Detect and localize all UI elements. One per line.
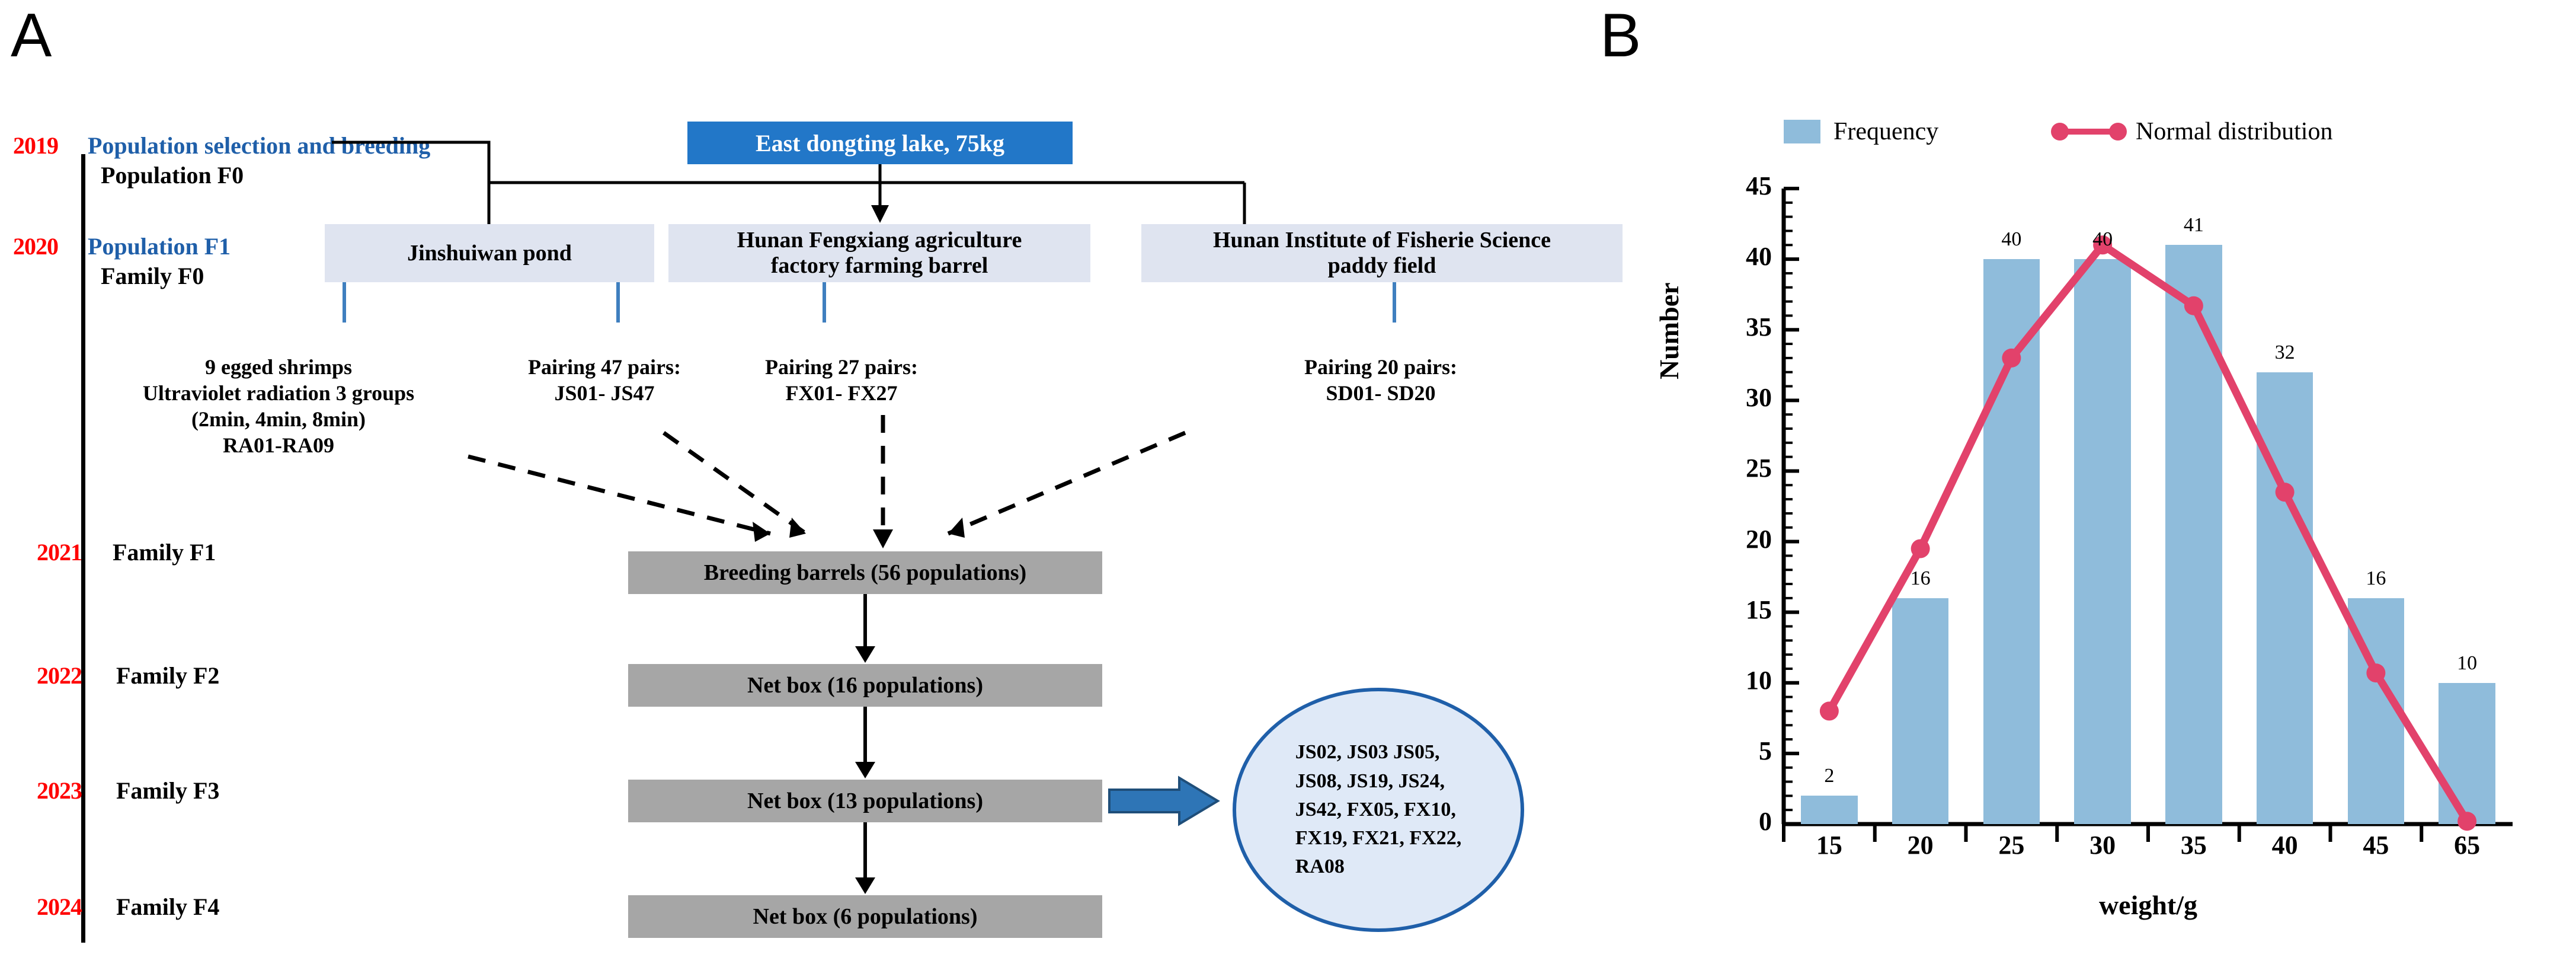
bar-value-label-25: 40 (2001, 228, 2022, 251)
legend-line-dot-icon (2051, 123, 2127, 141)
normal-point-40 (2275, 483, 2295, 502)
generation-label-2019: Population selection and breeding (88, 132, 431, 159)
y-tick-35: 35 (1746, 312, 1772, 342)
y-tick-40: 40 (1746, 242, 1772, 272)
institution-label-1: Jinshuiwan pond (407, 240, 572, 266)
selected-populations-ellipse: JS02, JS03 JS05, JS08, JS19, JS24, JS42,… (1233, 688, 1524, 932)
bar-value-label-45: 16 (2366, 567, 2386, 589)
normal-point-25 (2002, 348, 2021, 368)
timeline-spine (81, 154, 85, 943)
note-pairing-fx: Pairing 27 pairs: FX01- FX27 (765, 355, 918, 405)
population-label-f0: Population F0 (101, 162, 244, 189)
y-axis-tick-labels: 0 5 10 15 20 25 30 35 40 45 (1707, 171, 1772, 836)
note-egged-shrimps: 9 egged shrimps Ultraviolet radiation 3 … (142, 355, 415, 457)
family-label-f0: Family F0 (101, 263, 204, 289)
normal-point-20 (1911, 539, 1930, 558)
note-pairing-js: Pairing 47 pairs: JS01- JS47 (528, 355, 681, 405)
source-box-east-dongting-lake: East dongting lake, 75kg (687, 122, 1073, 164)
family-label-f4: Family F4 (116, 893, 220, 920)
year-2020: 2020 (13, 233, 59, 260)
legend-label-normal-distribution: Normal distribution (2136, 118, 2333, 145)
axis-lines (1781, 187, 2513, 842)
y-tick-25: 25 (1746, 454, 1772, 483)
year-2022: 2022 (37, 662, 82, 689)
normal-point-35 (2184, 296, 2203, 315)
institution-label-3: Hunan Institute of Fisherie Science padd… (1213, 228, 1551, 278)
tick-fisherie (1393, 282, 1396, 323)
family-label-f1: Family F1 (113, 539, 216, 566)
x-tick-15: 15 (1816, 831, 1842, 860)
bar-value-labels: 2 16 40 40 41 32 16 10 (1784, 189, 2513, 824)
dashed-convergence-arrows (468, 415, 1186, 548)
normal-point-30 (2093, 235, 2113, 255)
normal-point-65 (2457, 812, 2477, 831)
institution-box-fisherie-paddy-field: Hunan Institute of Fisherie Science padd… (1141, 224, 1623, 282)
year-2021: 2021 (37, 539, 82, 566)
institution-label-2: Hunan Fengxiang agriculture factory farm… (737, 228, 1022, 278)
normal-point-15 (1819, 701, 1839, 721)
legend-frequency: Frequency (1784, 117, 1938, 146)
bar-65 (2439, 682, 2495, 824)
x-axis-title: weight/g (2098, 890, 2198, 920)
legend-label-frequency: Frequency (1833, 118, 1939, 145)
normal-distribution-line (1819, 235, 2477, 831)
x-tick-40: 40 (2271, 831, 2298, 860)
tick-jinshuiwan-left (343, 282, 346, 323)
process-box-net-box-13: Net box (13 populations) (628, 780, 1102, 822)
y-tick-45: 45 (1746, 171, 1772, 200)
note-pairing-sd: Pairing 20 pairs: SD01- SD20 (1304, 355, 1457, 405)
normal-point-45 (2366, 663, 2386, 683)
tick-jinshuiwan-right (616, 282, 620, 323)
chart-plot-area: 2 16 40 40 41 32 16 10 (1781, 187, 2513, 842)
bar-15 (1801, 796, 1858, 824)
x-tick-30: 30 (2089, 831, 2116, 860)
bar-value-label-35: 41 (2183, 214, 2204, 237)
x-axis-tick-labels: 15 20 25 30 35 40 45 65 (1784, 830, 2513, 872)
y-tick-0: 0 (1759, 807, 1772, 836)
institution-box-fengxiang-barrel: Hunan Fengxiang agriculture factory farm… (668, 224, 1090, 282)
legend-swatch-frequency (1784, 120, 1820, 143)
x-tick-45: 45 (2363, 831, 2389, 860)
x-tick-65: 65 (2454, 831, 2481, 860)
y-tick-30: 30 (1746, 383, 1772, 413)
y-axis-title: Number (1654, 282, 1684, 379)
process-box-net-box-16: Net box (16 populations) (628, 664, 1102, 707)
institution-box-jinshuiwan-pond: Jinshuiwan pond (325, 224, 654, 282)
y-tick-15: 15 (1746, 595, 1772, 624)
year-2019: 2019 (13, 132, 59, 159)
y-tick-5: 5 (1759, 736, 1772, 765)
bar-30 (2074, 259, 2131, 824)
bar-value-label-20: 16 (1910, 567, 1931, 589)
blue-block-arrow (1108, 775, 1220, 826)
bar-20 (1892, 598, 1949, 824)
process-box-net-box-6: Net box (6 populations) (628, 895, 1102, 938)
bar-value-label-30: 40 (2092, 228, 2113, 251)
year-2023: 2023 (37, 777, 82, 804)
legend-normal-distribution: Normal distribution (2050, 117, 2332, 146)
panel-b-letter: B (1600, 1, 1641, 70)
generation-label-2020: Population F1 (88, 233, 231, 260)
bar-value-label-40: 32 (2274, 341, 2295, 363)
bar-value-label-65: 10 (2457, 652, 2478, 674)
x-tick-25: 25 (1998, 831, 2025, 860)
year-2024: 2024 (37, 893, 82, 920)
y-tick-20: 20 (1746, 524, 1772, 554)
panel-a-letter: A (11, 1, 52, 70)
selected-populations-text: JS02, JS03 JS05, JS08, JS19, JS24, JS42,… (1295, 741, 1462, 878)
family-label-f3: Family F3 (116, 777, 220, 804)
x-tick-35: 35 (2180, 831, 2207, 860)
x-tick-20: 20 (1907, 831, 1934, 860)
process-box-breeding-barrels: Breeding barrels (56 populations) (628, 551, 1102, 594)
y-tick-10: 10 (1746, 665, 1772, 695)
bar-value-label-15: 2 (1824, 765, 1835, 787)
family-label-f2: Family F2 (116, 662, 220, 689)
tick-fengxiang (823, 282, 826, 323)
